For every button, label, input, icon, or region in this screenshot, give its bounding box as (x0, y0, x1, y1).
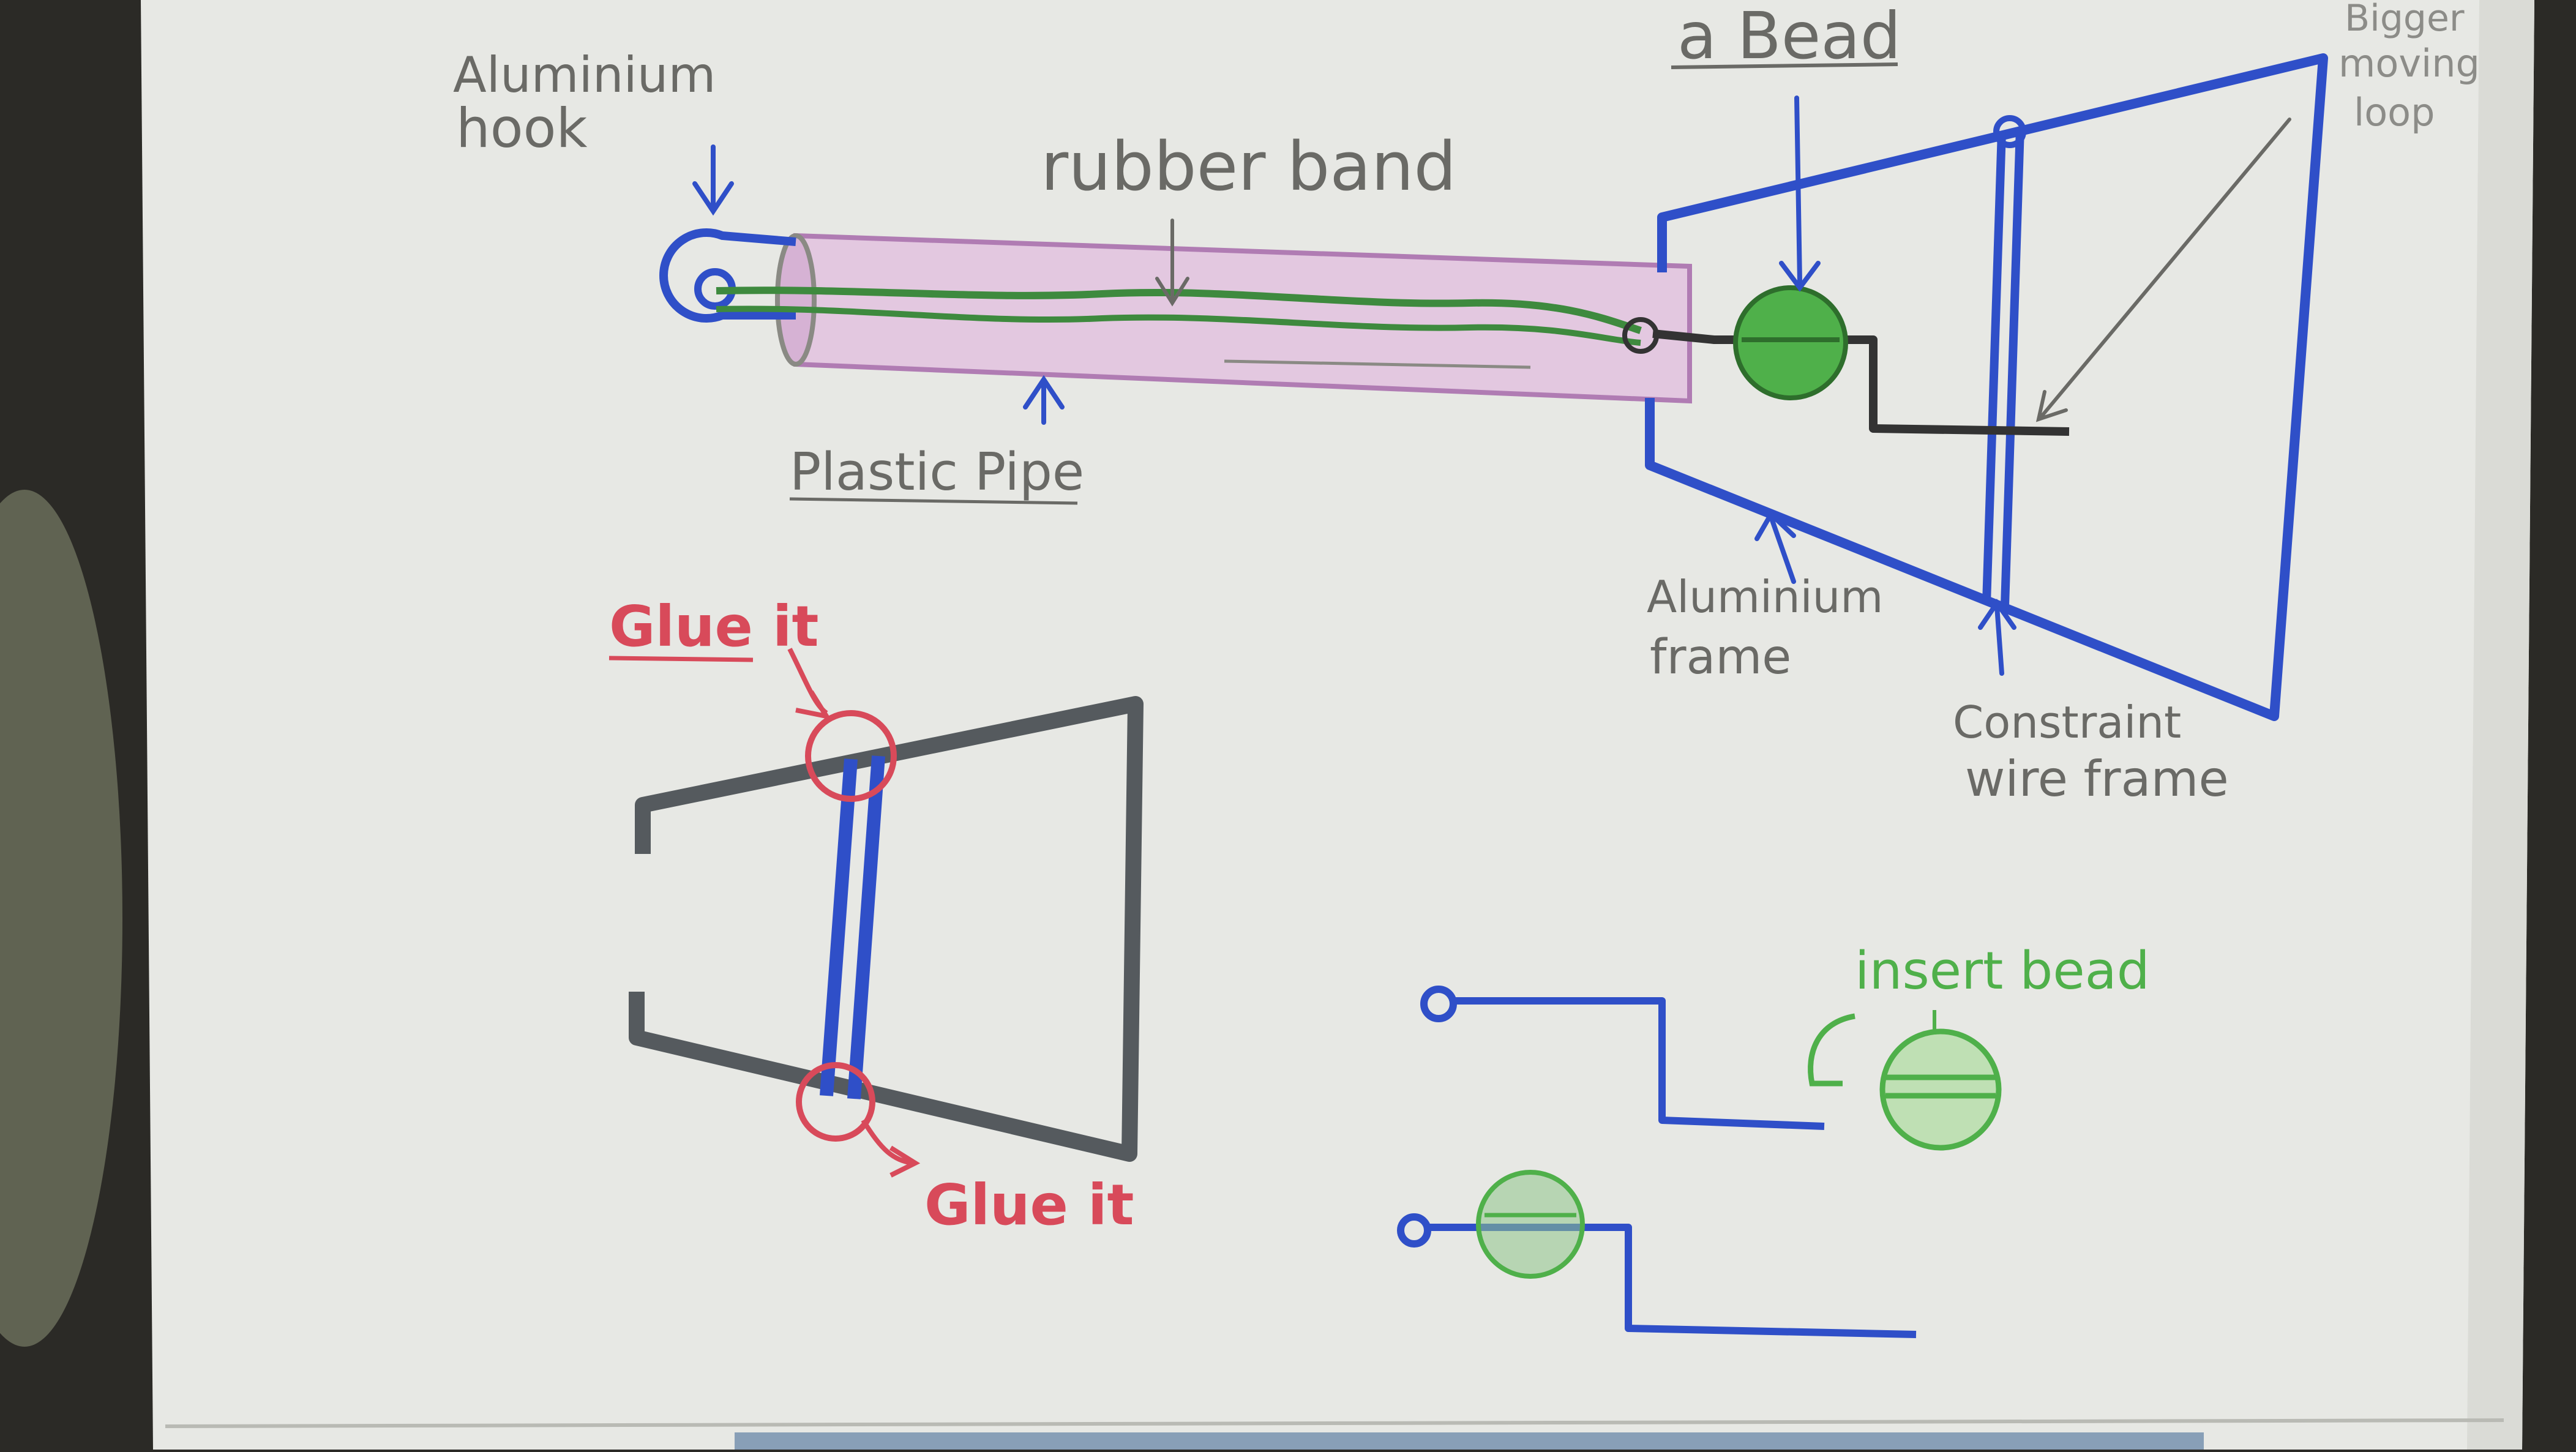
label-moving-loop-1: Bigger (2345, 0, 2465, 40)
paper-bottom-strip (735, 1432, 2204, 1450)
glue-arrow-top (787, 648, 832, 720)
loop-a-eye (1420, 986, 1457, 1022)
moving-loop-arrow (2035, 118, 2291, 422)
pipe-shading (1224, 359, 1531, 369)
loop-a-wire (1454, 997, 1825, 1130)
label-moving-loop-2: moving (2338, 41, 2480, 86)
insert-bead (1879, 1028, 2002, 1151)
constraint-wire-left (1982, 131, 2006, 604)
frame-arrow (1754, 510, 1796, 584)
insert-curve (1808, 1013, 1855, 1087)
blue-constraint-right (847, 755, 885, 1099)
threaded-bead (1476, 1170, 1585, 1279)
glue-top-underline (608, 656, 754, 662)
label-aluminium-frame-2: frame (1650, 630, 1791, 685)
constraint-frame-detail: Glue it Glue it (608, 594, 1144, 1238)
bead (1733, 285, 1848, 400)
plastic-pipe-underline (789, 497, 1078, 505)
bead-insertion-detail: insert bead (1397, 941, 2150, 1338)
label-aluminium-frame-1: Aluminium (1647, 571, 1883, 623)
pipe-arrow (1023, 375, 1065, 425)
label-glue-top: Glue it (609, 594, 818, 659)
label-glue-bottom: Glue it (924, 1172, 1134, 1238)
aluminium-hook (659, 228, 796, 323)
bead-arrow (1779, 95, 1821, 292)
label-aluminium-hook-1: Aluminium (453, 47, 716, 103)
a-bead-underline (1671, 62, 1898, 69)
top-assembly: Aluminium hook rubber band Plastic Pipe … (453, 0, 2480, 807)
label-moving-loop-3: loop (2354, 90, 2435, 135)
pencil-arrows (1155, 118, 2291, 422)
label-aluminium-hook-2: hook (456, 97, 587, 160)
label-constraint-1: Constraint (1953, 697, 2181, 748)
constraint-wire-right (2001, 128, 2024, 607)
background-cloth (0, 490, 122, 1347)
aluminium-frame (1645, 53, 2328, 721)
glue-arrow-bottom (861, 1118, 921, 1178)
blue-constraint-left (820, 758, 858, 1096)
constraint-top-ring (1993, 115, 2026, 148)
loop-b-eye (1397, 1213, 1431, 1248)
glue-circle-bottom (796, 1062, 875, 1142)
constraint-arrow (1978, 598, 2016, 676)
label-rubber-band: rubber band (1041, 127, 1456, 206)
glue-circle-top (805, 710, 897, 802)
plastic-pipe-end (775, 233, 817, 367)
label-constraint-2: wire frame (1965, 750, 2229, 807)
rubber-band-arrow (1155, 219, 1189, 307)
paper-edge-shadow (2467, 0, 2534, 1450)
rubber-band-lower (716, 305, 1641, 346)
label-arrows (692, 95, 2016, 676)
rubber-band (716, 286, 1642, 334)
hook-arrow (692, 144, 734, 216)
paper-bottom-edge (165, 1418, 2504, 1428)
grey-frame (629, 696, 1144, 1162)
label-insert-bead: insert bead (1855, 941, 2150, 1001)
label-a-bead: a Bead (1677, 0, 1901, 73)
moving-loop-wire (1652, 329, 2070, 436)
label-plastic-pipe: Plastic Pipe (790, 442, 1084, 503)
